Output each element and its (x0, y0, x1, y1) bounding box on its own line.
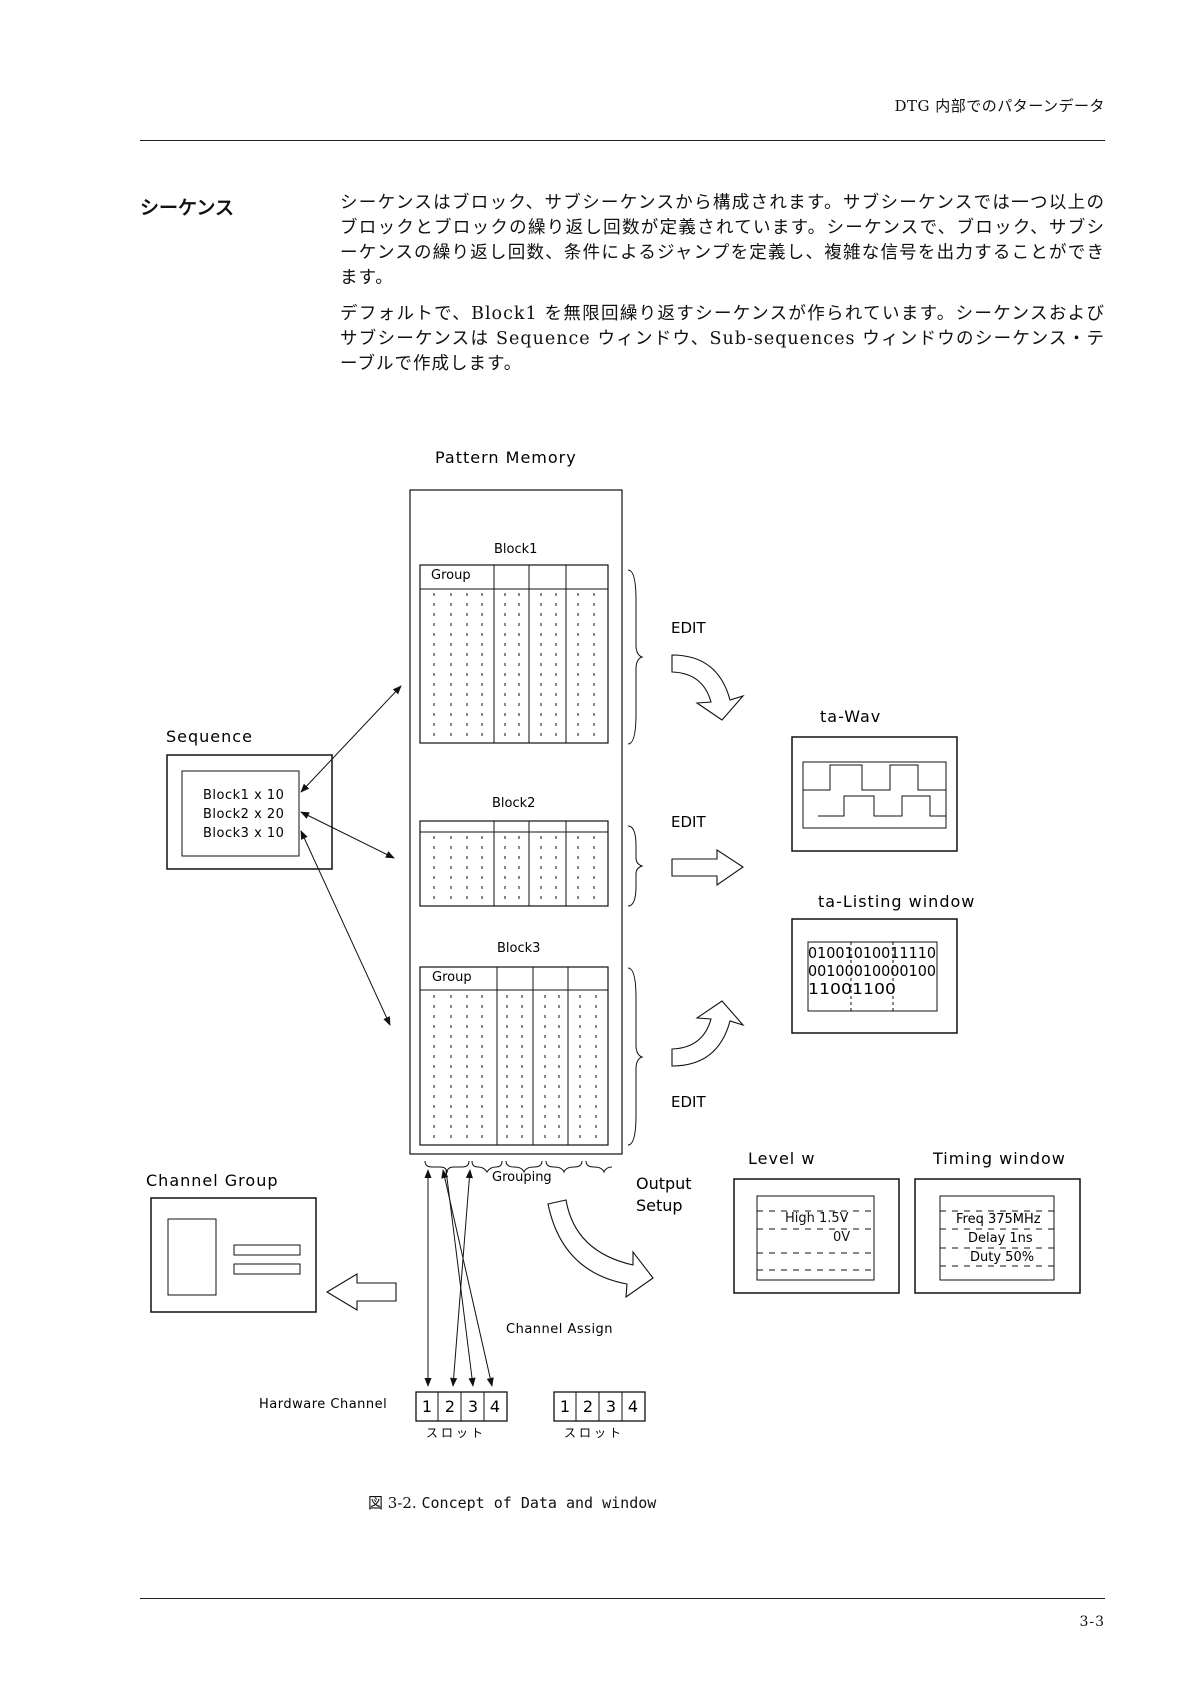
channel-group-field-1 (233, 1244, 301, 1256)
waveform-window (791, 736, 958, 852)
listing-display (807, 941, 938, 1012)
timing-line-2: Delay 1ns (968, 1231, 1033, 1246)
block3-table (419, 966, 609, 1146)
output-setup-line-2: Setup (636, 1196, 683, 1215)
sequence-item-3: Block3 x 10 (203, 826, 284, 841)
footer-rule (140, 1598, 1105, 1599)
slot-1-ch-2: 2 (445, 1397, 455, 1416)
paragraph-2: デフォルトで、Block1 を無限回繰り返すシーケンスが作られています。シーケン… (340, 304, 1105, 374)
header-rule (140, 140, 1105, 141)
channel-group-list (167, 1218, 217, 1296)
level-low: 0V (833, 1230, 850, 1245)
section-title: シーケンス (140, 197, 235, 219)
output-setup-line-1: Output (636, 1174, 692, 1193)
block2-brace (627, 825, 644, 907)
slot-2-ch-3: 3 (606, 1397, 616, 1416)
block3-group-label: Group (432, 970, 472, 985)
edit-arrow-1 (671, 654, 745, 721)
block3-label: Block3 (497, 941, 540, 956)
seq-block3-arrow (300, 830, 391, 1026)
hardware-channel-label: Hardware Channel (259, 1397, 387, 1412)
edit-label-3: EDIT (671, 1093, 706, 1111)
channel-assign-label: Channel Assign (506, 1322, 613, 1337)
seq-block2-arrow (300, 811, 395, 859)
figure-caption: 図 3-2. Concept of Data and window (368, 1492, 656, 1513)
listing-window (791, 918, 958, 1034)
slot-2-ch-4: 4 (628, 1397, 638, 1416)
channel-group-field-2 (233, 1263, 301, 1275)
slot-2 (553, 1391, 646, 1422)
slot-1 (415, 1391, 508, 1422)
grouping-brace-3 (505, 1160, 543, 1174)
listing-line-3: 11001100 (808, 980, 896, 998)
level-window (733, 1178, 900, 1294)
waveform-trace-2 (818, 795, 946, 817)
grouping-brace-5 (585, 1160, 613, 1174)
channel-group-window (150, 1197, 317, 1313)
sequence-label: Sequence (166, 727, 253, 746)
seq-block1-arrow (300, 685, 402, 793)
block2-table (419, 820, 609, 907)
caption-prefix: 図 3-2. (368, 1494, 417, 1512)
slot-1-ch-1: 1 (422, 1397, 432, 1416)
level-high: High 1.5V (785, 1211, 849, 1226)
channel-group-label: Channel Group (146, 1171, 278, 1190)
slot-1-ch-4: 4 (490, 1397, 500, 1416)
slot-1-ch-3: 3 (468, 1397, 478, 1416)
grouping-brace-4 (545, 1160, 583, 1174)
waveform-window-title: ta-Wav (820, 707, 881, 726)
edit-arrow-3 (671, 1000, 745, 1067)
pattern-memory-box (409, 489, 623, 1155)
sequence-item-1: Block1 x 10 (203, 788, 284, 803)
timing-line-1: Freq 375MHz (956, 1212, 1041, 1227)
listing-line-2: 00100010000100 (808, 962, 936, 980)
level-window-title: Level w (748, 1149, 815, 1168)
block1-group-label: Group (431, 568, 471, 583)
output-setup-arrow (547, 1199, 654, 1299)
block1-brace (627, 569, 644, 745)
slot-2-ch-2: 2 (583, 1397, 593, 1416)
sequence-item-2: Block2 x 20 (203, 807, 284, 822)
slot-2-ch-1: 1 (560, 1397, 570, 1416)
edit-label-1: EDIT (671, 619, 706, 637)
paragraph-1: シーケンスはブロック、サブシーケンスから構成されます。サブシーケンスでは一つ以上… (340, 193, 1105, 288)
pattern-memory-label: Pattern Memory (435, 448, 577, 467)
slot-1-label: スロット (426, 1426, 486, 1440)
timing-line-3: Duty 50% (970, 1250, 1034, 1265)
assign-arrow-3 (450, 1169, 473, 1387)
grouping-brace-1 (424, 1160, 470, 1174)
grouping-label: Grouping (492, 1170, 552, 1185)
timing-window (914, 1178, 1081, 1294)
caption-text: Concept of Data and window (421, 1494, 657, 1512)
assign-arrow-4 (445, 1169, 476, 1387)
slot-2-label: スロット (564, 1426, 624, 1440)
timing-display (939, 1195, 1055, 1281)
block2-label: Block2 (492, 796, 535, 811)
block3-brace (627, 967, 644, 1146)
block1-table (419, 564, 609, 744)
level-display (756, 1195, 875, 1281)
block1-label: Block1 (494, 542, 537, 557)
running-header: DTG 内部でのパターンデータ (894, 97, 1105, 115)
sequence-table (181, 770, 300, 857)
edit-arrow-2 (671, 848, 744, 887)
listing-window-title: ta-Listing window (818, 892, 975, 911)
timing-window-title: Timing window (932, 1149, 1066, 1168)
page-number: 3-3 (1079, 1614, 1105, 1630)
waveform-display (802, 761, 947, 829)
edit-label-2: EDIT (671, 813, 706, 831)
waveform-trace-1 (803, 764, 946, 791)
listing-line-1: 01001010011110 (808, 944, 936, 962)
channel-group-arrow (325, 1273, 397, 1311)
